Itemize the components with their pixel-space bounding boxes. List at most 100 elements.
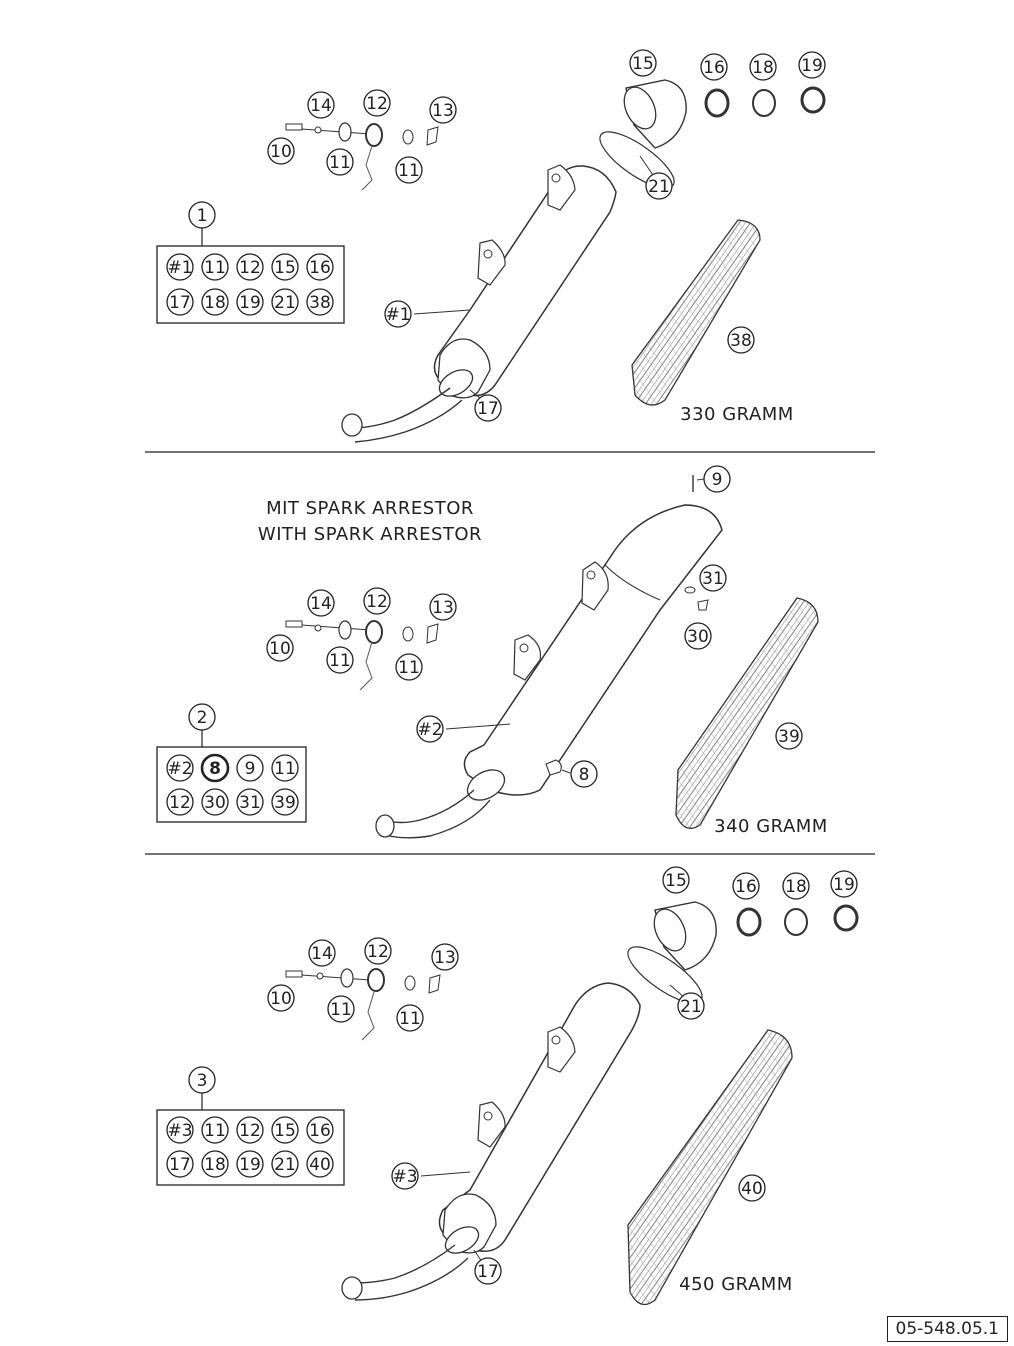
kit-part-bubble: 12 (236, 253, 264, 281)
kit-part-bubble-text: 18 (204, 1155, 226, 1175)
kit-part-bubble-text: 11 (274, 759, 296, 779)
kit-part-bubble: 18 (201, 288, 229, 316)
kit-part-bubble: 39 (271, 788, 299, 816)
callout-21: 21 (645, 172, 673, 200)
callout-insert-text: 39 (778, 727, 800, 747)
leader-line (561, 769, 571, 774)
callout-11-text: 11 (398, 658, 420, 678)
kit-part-bubble: 11 (271, 754, 299, 782)
kit-part-bubble-text: 38 (309, 293, 331, 313)
callout-16: 16 (700, 53, 728, 81)
callout-silencer: #1 (384, 300, 412, 328)
weight-label: 340 GRAMM (714, 816, 828, 837)
kit-part-bubble: 18 (201, 1150, 229, 1178)
callout-13-text: 13 (432, 101, 454, 121)
callout-silencer-text: #1 (385, 305, 410, 325)
kit-part-bubble: 19 (236, 288, 264, 316)
callout-15-text: 15 (665, 871, 687, 891)
kit-part-bubble-text: 11 (204, 258, 226, 278)
kit-part-bubble-text: 11 (204, 1121, 226, 1141)
callout-insert: 40 (738, 1174, 766, 1202)
callout-insert: 38 (727, 326, 755, 354)
callout-10: 10 (267, 137, 295, 165)
callout-11-text: 11 (399, 1009, 421, 1029)
leader-line (696, 478, 705, 481)
kit-part-bubble: 12 (166, 788, 194, 816)
callout-12-text: 12 (366, 94, 388, 114)
kit-part-bubble: 21 (271, 288, 299, 316)
callout-19-text: 19 (833, 875, 855, 895)
caption-german: MIT SPARK ARRESTOR (266, 498, 474, 519)
callout-11: 11 (326, 646, 354, 674)
callout-21-text: 21 (648, 177, 670, 197)
kit-part-bubble: 40 (306, 1150, 334, 1178)
silencer-body (341, 79, 826, 443)
callout-11-text: 11 (330, 1000, 352, 1020)
weight-label: 450 GRAMM (679, 1274, 793, 1295)
kit-label: 2 (197, 708, 208, 728)
callout-21-text: 21 (680, 997, 702, 1017)
callout-14: 14 (308, 939, 336, 967)
kit-part-bubble-text: 17 (169, 293, 191, 313)
kit-part-bubble: 30 (201, 788, 229, 816)
callout-12: 12 (363, 89, 391, 117)
kit-part-bubble: #3 (166, 1116, 194, 1144)
callout-11: 11 (395, 653, 423, 681)
kit-part-bubble: 12 (236, 1116, 264, 1144)
callout-19: 19 (798, 51, 826, 79)
mounting-hardware (285, 968, 441, 1041)
kit-part-bubble-text: 21 (274, 1155, 296, 1175)
kit-part-bubble: 38 (306, 288, 334, 316)
weight-label: 330 GRAMM (680, 404, 794, 425)
caption-english: WITH SPARK ARRESTOR (258, 524, 482, 545)
callout-16-text: 16 (735, 877, 757, 897)
callout-11: 11 (326, 148, 354, 176)
callout-13-text: 13 (434, 948, 456, 968)
kit-part-bubble: #2 (166, 754, 194, 782)
callout-18: 18 (749, 53, 777, 81)
callout-silencer: #2 (416, 715, 444, 743)
callout-14-text: 14 (311, 944, 333, 964)
kit-part-bubble: 11 (201, 1116, 229, 1144)
kit-part-bubble: 15 (271, 253, 299, 281)
callout-17: 17 (474, 394, 502, 422)
absorption-insert (631, 219, 761, 406)
callout-30: 30 (684, 622, 712, 650)
silencer-body (341, 901, 859, 1301)
callout-insert-text: 38 (730, 331, 752, 351)
kit-part-bubble-text: 15 (274, 1121, 296, 1141)
kit-part-bubble-text: 31 (239, 793, 261, 813)
callout-12: 12 (364, 937, 392, 965)
callout-silencer-text: #2 (417, 720, 442, 740)
callout-15-text: 15 (632, 54, 654, 74)
callout-11-text: 11 (329, 153, 351, 173)
kit-part-bubble-text: 18 (204, 293, 226, 313)
callout-13: 13 (429, 593, 457, 621)
callout-9-text: 9 (712, 470, 723, 490)
kit-part-bubble-text: 39 (274, 793, 296, 813)
kit-part-bubble-text: 12 (239, 258, 261, 278)
callout-15: 15 (629, 49, 657, 77)
callout-12-text: 12 (366, 592, 388, 612)
callout-31: 31 (699, 564, 727, 592)
kit-part-bubble-text: #2 (167, 759, 192, 779)
callout-insert-text: 40 (741, 1179, 763, 1199)
kit-part-bubble: 16 (306, 1116, 334, 1144)
callout-17: 17 (474, 1257, 502, 1285)
kit-part-bubble-text: 8 (209, 759, 221, 779)
callout-10-text: 10 (270, 989, 292, 1009)
section-2: MIT SPARK ARRESTOR WITH SPARK ARRESTOR 2… (156, 465, 828, 839)
kit-part-bubble: 15 (271, 1116, 299, 1144)
callout-silencer: #3 (391, 1162, 419, 1190)
kit-part-bubble: 17 (166, 288, 194, 316)
mounting-hardware (285, 122, 439, 191)
kit-part-bubble-text: 17 (169, 1155, 191, 1175)
kit-part-bubble-text: #1 (167, 258, 192, 278)
callout-10-text: 10 (269, 639, 291, 659)
callout-16-text: 16 (703, 58, 725, 78)
callout-11: 11 (395, 156, 423, 184)
kit-part-bubble-text: 16 (309, 1121, 331, 1141)
callout-11: 11 (396, 1004, 424, 1032)
